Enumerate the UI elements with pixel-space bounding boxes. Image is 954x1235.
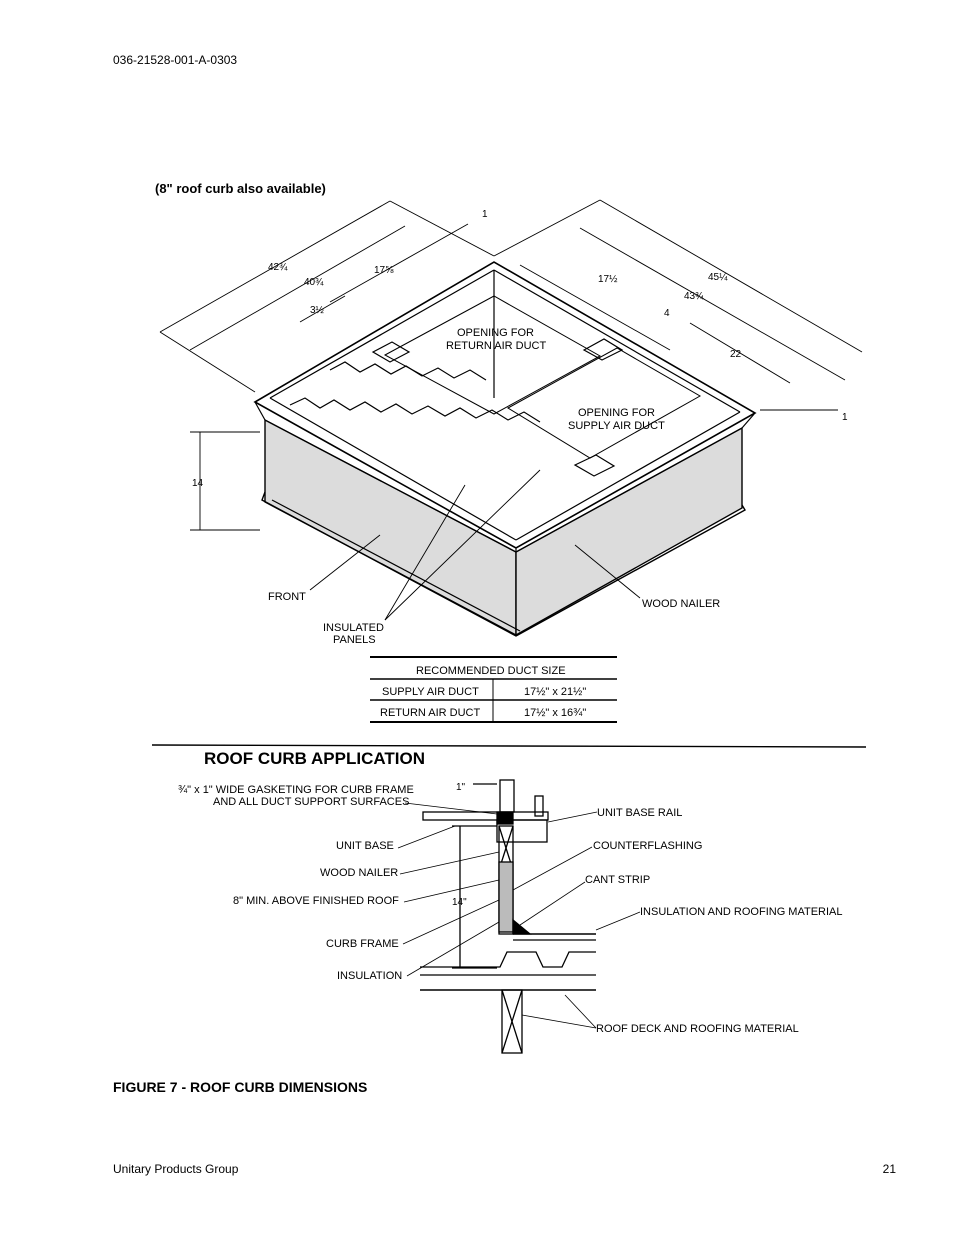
- supply-opening-label-2: SUPPLY AIR DUCT: [568, 420, 665, 432]
- dim-45: 45¼: [708, 271, 728, 283]
- footer-company: Unitary Products Group: [113, 1162, 239, 1176]
- document-id: 036-21528-001-A-0303: [113, 53, 238, 67]
- fourteen-label: 14": [452, 897, 467, 908]
- wood-nailer-section-label: WOOD NAILER: [320, 867, 398, 879]
- dim-1b: 1: [842, 412, 848, 423]
- dim-4: 4: [664, 308, 670, 319]
- curb-isometric: [253, 261, 757, 637]
- section-leaders: [397, 802, 641, 1029]
- dim-40: 40¾: [304, 277, 324, 288]
- supply-opening-shape: [507, 347, 702, 459]
- gasket-label-2: AND ALL DUCT SUPPORT SURFACES: [213, 796, 409, 808]
- dim-22: 22: [730, 349, 742, 360]
- unit-base-label: UNIT BASE: [336, 840, 394, 852]
- page-number: 21: [882, 1162, 896, 1176]
- one-inch-label: 1": [456, 782, 466, 793]
- return-opening-shape: [383, 295, 602, 415]
- section-labels: ¾" x 1" WIDE GASKETING FOR CURB FRAME AN…: [178, 782, 843, 1035]
- wood-nailer-label: WOOD NAILER: [642, 598, 720, 610]
- front-label: FRONT: [268, 591, 306, 603]
- insulation-roofing-label: INSULATION AND ROOFING MATERIAL: [640, 906, 843, 918]
- roof-deck-label: ROOF DECK AND ROOFING MATERIAL: [596, 1023, 799, 1035]
- counterflashing-label: COUNTERFLASHING: [593, 840, 702, 852]
- dim-43: 43¾: [684, 291, 704, 302]
- figure-caption: FIGURE 7 - ROOF CURB DIMENSIONS: [113, 1079, 368, 1095]
- duct-row-return-name: RETURN AIR DUCT: [380, 707, 481, 719]
- unit-base-rail-label: UNIT BASE RAIL: [597, 807, 682, 819]
- insulated-panels-label-1: INSULATED: [323, 622, 384, 634]
- dim-14: 14: [192, 478, 204, 489]
- section-rule: [151, 744, 867, 748]
- dimension-texts: 42¾ 40¾ 17⅝ 3½ 1 17½ 45¼ 43¾ 4 22 1 14: [192, 209, 848, 489]
- gasket-label-1: ¾" x 1" WIDE GASKETING FOR CURB FRAME: [178, 784, 414, 796]
- curb-frame-label: CURB FRAME: [326, 938, 399, 950]
- dim-17a: 17⅝: [374, 265, 394, 276]
- dim-17b: 17½: [598, 274, 618, 285]
- isometric-labels: OPENING FOR RETURN AIR DUCT OPENING FOR …: [268, 327, 720, 646]
- dimension-lines: [159, 199, 863, 621]
- section-drawing: [420, 779, 596, 1054]
- duct-row-supply-size: 17½" x 21½": [524, 686, 586, 698]
- insulated-panels-label-2: PANELS: [333, 634, 376, 646]
- insulation-label: INSULATION: [337, 970, 402, 982]
- cant-strip-label: CANT STRIP: [585, 874, 650, 886]
- return-opening-label-1: OPENING FOR: [457, 327, 534, 339]
- dim-1a: 1: [482, 209, 488, 220]
- duct-row-return-size: 17½" x 16¾": [524, 707, 586, 719]
- dim-42: 42¾: [268, 262, 288, 273]
- supply-opening-label-1: OPENING FOR: [578, 407, 655, 419]
- min-above-label: 8" MIN. ABOVE FINISHED ROOF: [233, 895, 399, 907]
- return-opening-label-2: RETURN AIR DUCT: [446, 340, 547, 352]
- dim-3: 3½: [310, 305, 325, 316]
- application-title: ROOF CURB APPLICATION: [204, 749, 425, 768]
- duct-row-supply-name: SUPPLY AIR DUCT: [382, 686, 479, 698]
- duct-size-table: [370, 656, 617, 723]
- curb-note: (8" roof curb also available): [155, 181, 326, 196]
- duct-table-header: RECOMMENDED DUCT SIZE: [416, 665, 566, 677]
